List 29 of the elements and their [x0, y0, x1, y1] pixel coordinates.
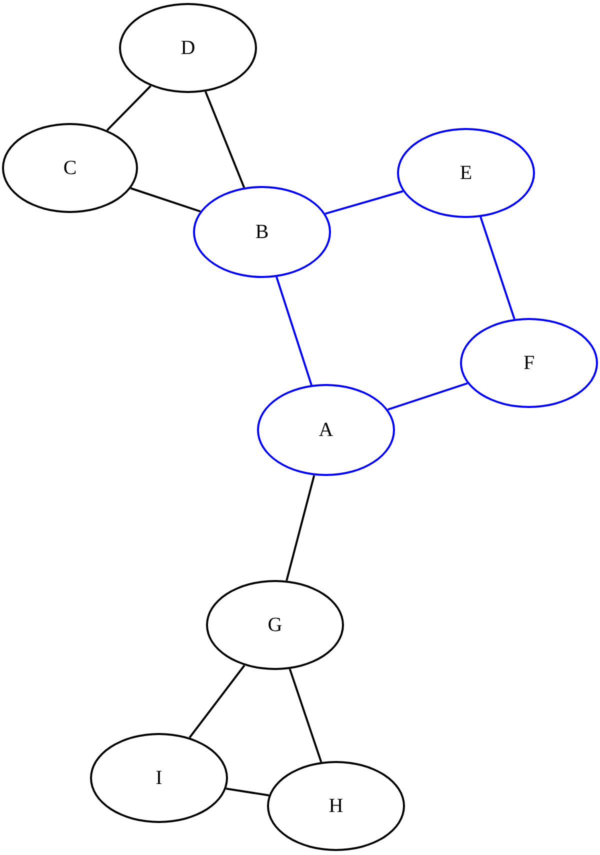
connector-line	[286, 475, 316, 581]
ellipse-node	[267, 761, 405, 851]
connector-line	[130, 187, 201, 212]
node-label: F	[523, 352, 535, 374]
node-label: H	[328, 794, 344, 818]
ellipse-node	[460, 318, 598, 408]
connector-line	[325, 190, 404, 215]
ellipse-node	[193, 186, 331, 278]
connector-line	[106, 85, 152, 131]
node-label: A	[318, 418, 334, 442]
connector-line	[276, 276, 312, 386]
node-label: I	[156, 766, 162, 790]
ellipse-node	[119, 3, 257, 93]
ellipse-node	[2, 123, 138, 213]
node-label: C	[63, 156, 77, 180]
connector-line	[480, 216, 516, 320]
node-label: G	[268, 614, 282, 636]
connector-line	[188, 664, 246, 738]
node-label: E	[460, 162, 472, 184]
node-label: D	[180, 36, 196, 60]
ellipse-node	[206, 580, 344, 670]
ellipse-node	[90, 733, 228, 823]
connector-line	[388, 382, 468, 411]
connector-line	[288, 668, 322, 762]
connector-line	[204, 91, 246, 188]
connector-line	[226, 788, 270, 796]
ellipse-node	[397, 128, 535, 218]
ellipse-node	[257, 384, 395, 476]
node-label: B	[255, 220, 269, 244]
